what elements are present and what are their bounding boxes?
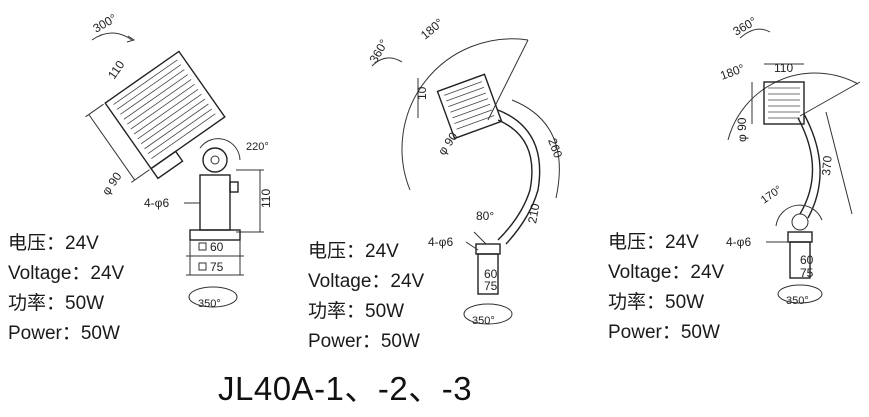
lamp-2-voltage-en: Voltage：24V [308, 271, 425, 292]
lamp-2-tilt-label: 80° [476, 209, 494, 223]
lamp-1-base-rotation [188, 286, 238, 308]
lamp-1-angle-label: 220° [246, 141, 269, 153]
lamp-1-holes-label: 4-φ6 [144, 196, 169, 210]
lamp-1-base-outer-label: 75 [210, 260, 224, 274]
lamp-3-base-inner-label: 60 [800, 253, 814, 267]
lamp-1-rot-base-label: 350° [198, 298, 221, 310]
lamp-3-dia-label: φ 90 [735, 117, 749, 142]
lamp-1-power-en: Power：50W [8, 323, 120, 344]
lamp-3-drawing: 360° 180° 110 φ 90 370 170° 4-φ6 60 75 3… [718, 14, 861, 307]
lamp-2-base-inner-label: 60 [484, 267, 498, 281]
lamp-3-power-en: Power：50W [608, 322, 720, 343]
lamp-1-specs: 电压：24V Voltage：24V 功率：50W Power：50W [8, 229, 124, 349]
lamp-1-post [199, 174, 231, 231]
lamp-2-arc-label: 180° [418, 15, 446, 42]
lamp-2-dia-label: φ 90 [435, 129, 461, 157]
lamp-2-flex-arm [497, 109, 541, 245]
lamp-3-voltage-en: Voltage：24V [608, 262, 725, 283]
lamp-3-base-rotation [777, 284, 823, 304]
lamp-1-dia-label: φ 90 [99, 169, 125, 197]
lamp-3-arm-label: 370 [819, 155, 835, 176]
lamp-2-power-cn: 功率：50W [308, 301, 405, 322]
lamp-3-base [787, 231, 813, 243]
lamp-3-head [763, 81, 805, 125]
lamp-3-holes-label: 4-φ6 [726, 235, 751, 249]
lamp-3-rot-top-label: 360° [731, 14, 760, 39]
lamp-1-base [189, 229, 241, 241]
lamp-1-joint [202, 147, 228, 173]
lamp-1-height-label: 110 [259, 189, 273, 208]
lamp-3-arc-label: 180° [718, 61, 746, 83]
lamp-2-holes-label: 4-φ6 [428, 235, 453, 249]
lamp-3-swing-arc [727, 72, 859, 141]
lamp-1-voltage-cn: 电压：24V [8, 233, 99, 254]
lamp-3-tilt-label: 170° [759, 184, 785, 207]
lamp-2-head [436, 73, 503, 140]
lamp-3-flex-arm [803, 113, 821, 219]
lamp-2-arm-label: 260 [545, 136, 565, 160]
lamp-2-rot-base-label: 350° [472, 315, 495, 327]
lamp-1-voltage-en: Voltage：24V [8, 263, 125, 284]
lamp-2-post-label: 210 [525, 202, 542, 224]
lamp-1-length-label: 110 [105, 58, 128, 82]
lamp-3-power-cn: 功率：50W [608, 292, 705, 313]
lamp-2-specs: 电压：24V Voltage：24V 功率：50W Power：50W [308, 237, 424, 357]
lamp-1-rotation-arrow [91, 32, 133, 41]
lamp-2-base [475, 243, 501, 255]
lamp-3-head-len-label: 110 [774, 61, 793, 75]
lamp-1-power-cn: 功率：50W [8, 293, 105, 314]
lamp-1-base-inner-label: 60 [210, 240, 224, 254]
lamp-1-rot-top-label: 300° [91, 11, 120, 36]
lamp-3-specs: 电压：24V Voltage：24V 功率：50W Power：50W [608, 228, 724, 348]
lamp-2-head-len-label: 10 [415, 86, 429, 100]
lamp-2-base-outer-label: 75 [484, 279, 498, 293]
lamp-3-base-outer-label: 75 [800, 266, 814, 280]
lamp-2-power-en: Power：50W [308, 331, 420, 352]
lamp-2-voltage-cn: 电压：24V [308, 241, 399, 262]
model-title: JL40A-1、-2、-3 [218, 370, 473, 407]
lamp-3-rot-base-label: 350° [786, 295, 809, 307]
lamp-1-head [85, 50, 226, 183]
lamp-2-rot-top-label: 360° [366, 37, 391, 66]
lamp-2-base-rotation [463, 303, 513, 325]
lamp-3-voltage-cn: 电压：24V [608, 232, 699, 253]
lamp-2-swing-arc [401, 38, 529, 191]
